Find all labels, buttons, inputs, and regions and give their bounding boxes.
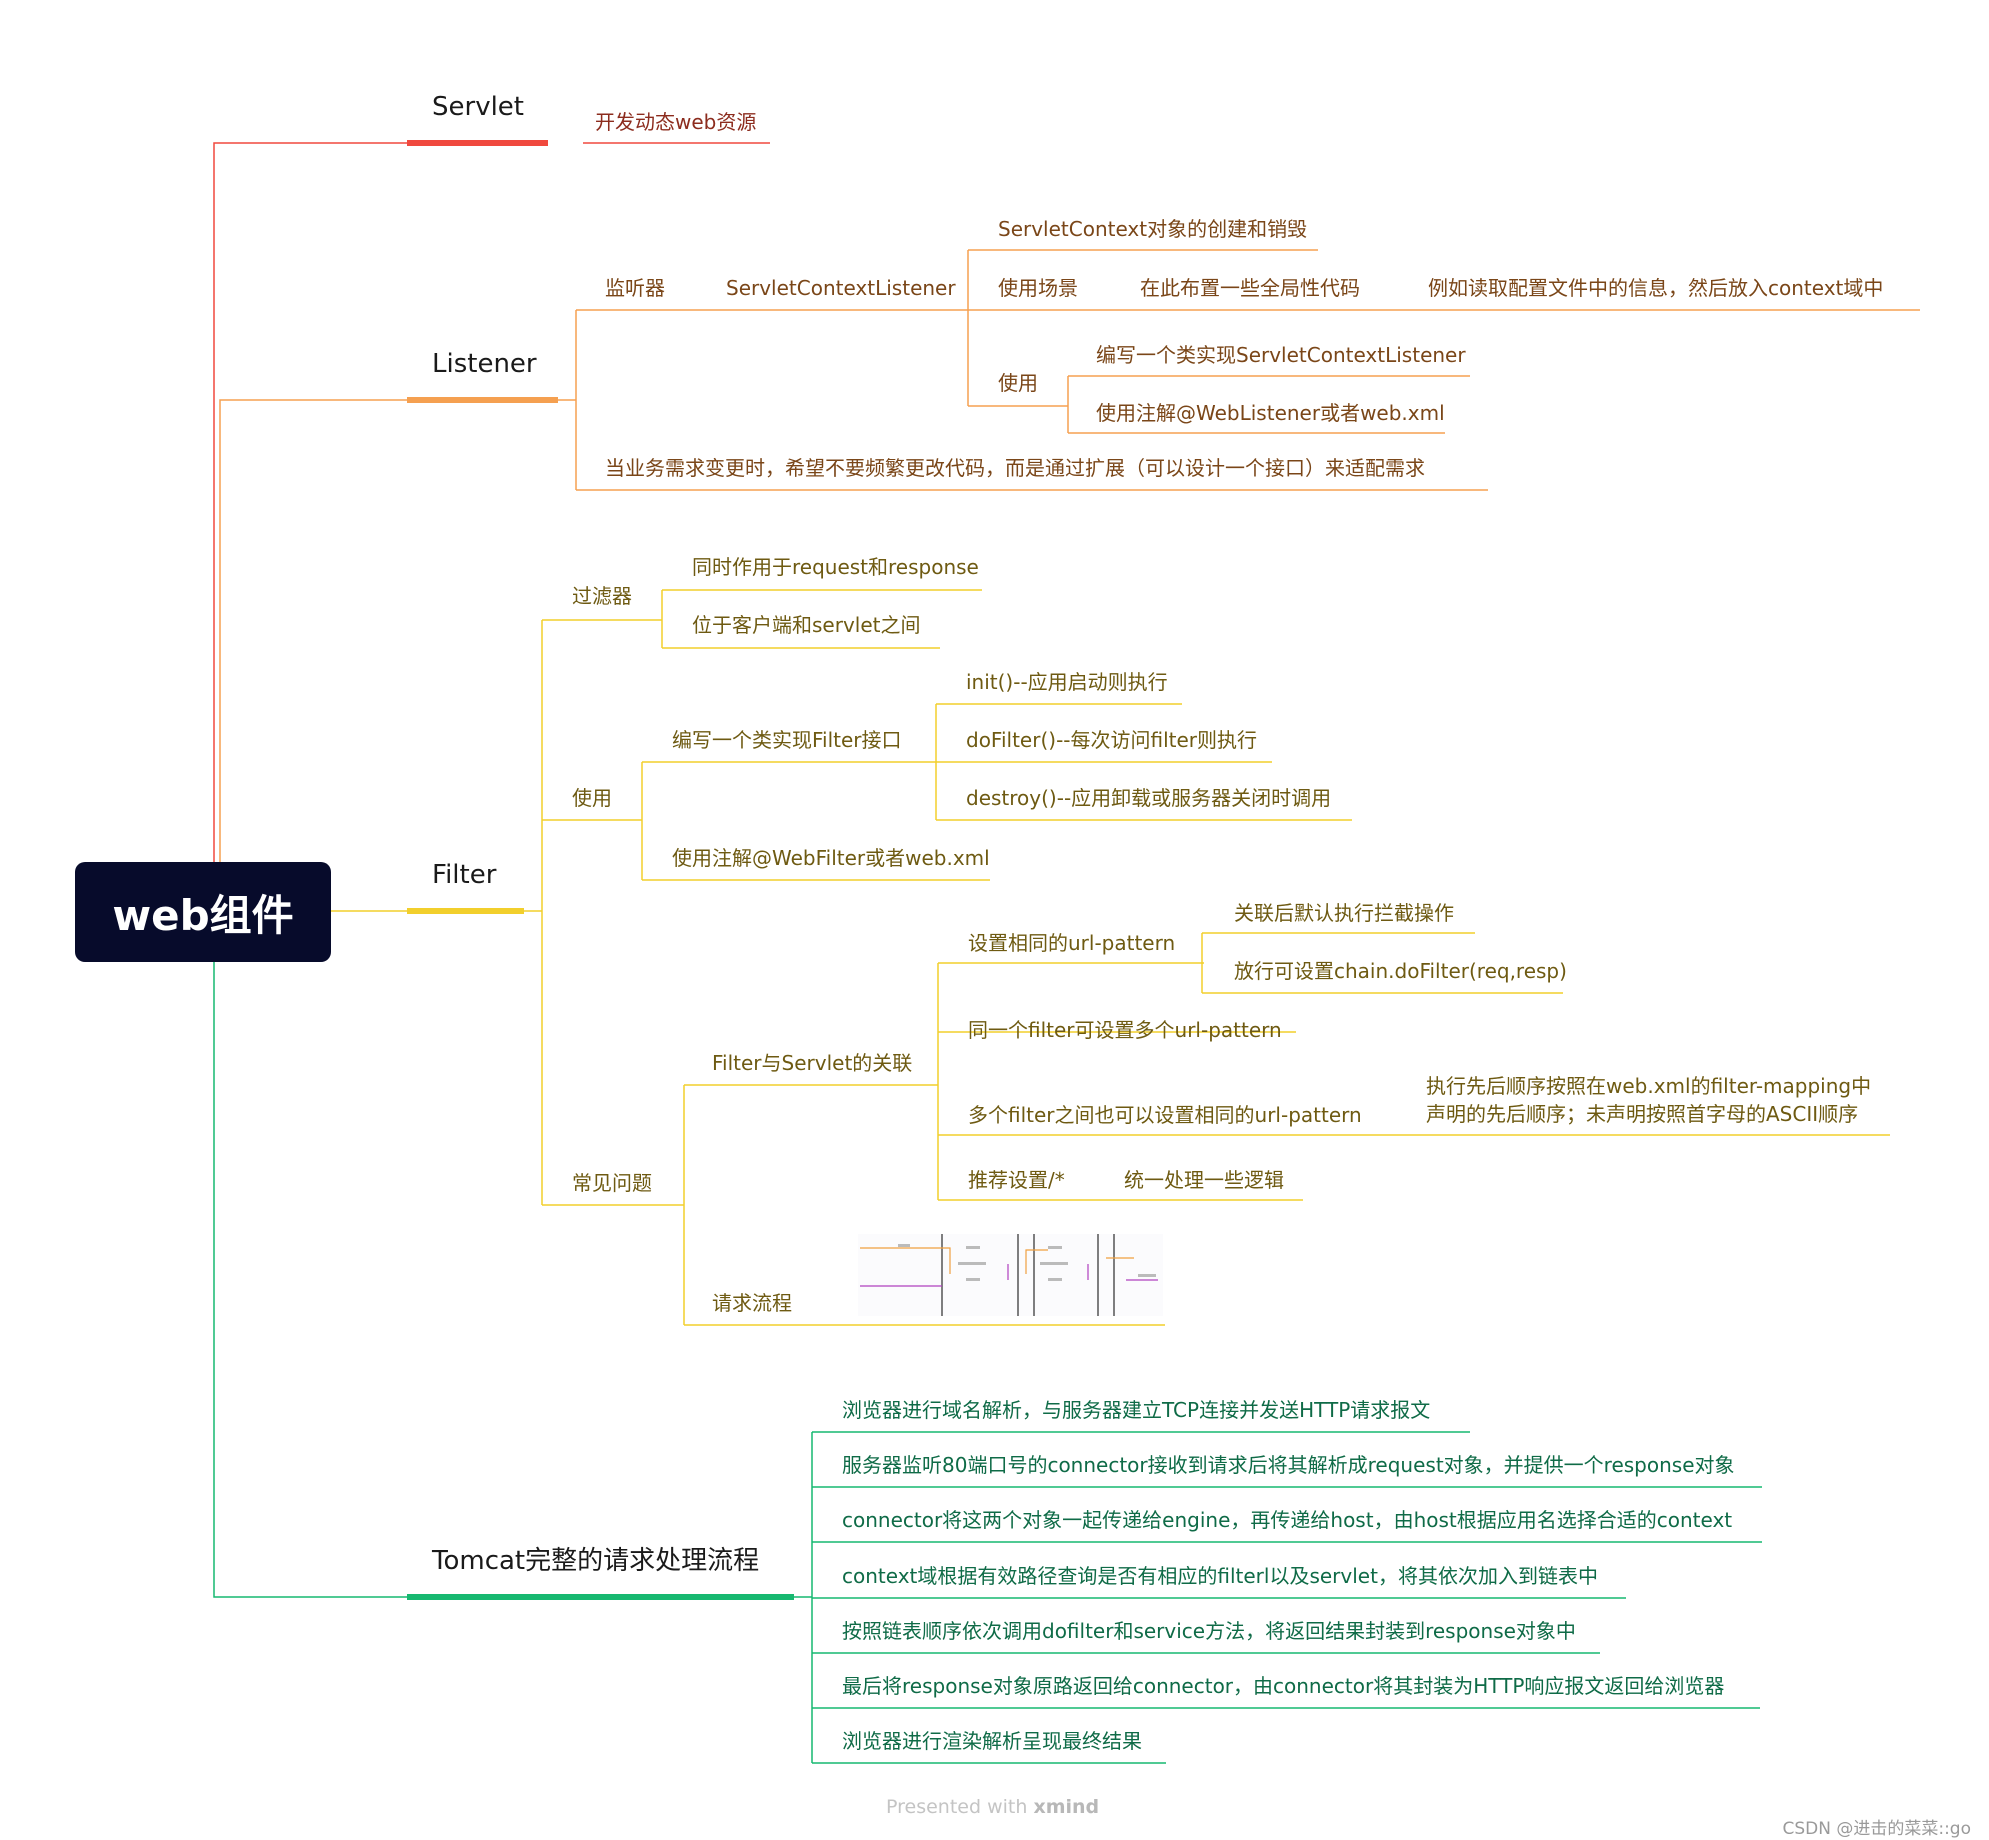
branch-tomcat[interactable]: Tomcat完整的请求处理流程 bbox=[432, 1546, 760, 1576]
filter-method-init[interactable]: init()--应用启动则执行 bbox=[966, 670, 1168, 694]
tomcat-step-1[interactable]: 浏览器进行域名解析，与服务器建立TCP连接并发送HTTP请求报文 bbox=[842, 1398, 1431, 1422]
filter-method-destroy[interactable]: destroy()--应用卸载或服务器关闭时调用 bbox=[966, 786, 1332, 810]
listener-monitor[interactable]: 监听器 bbox=[605, 276, 665, 300]
tomcat-step-3[interactable]: connector将这两个对象一起传递给engine，再传递给host，由hos… bbox=[842, 1508, 1733, 1532]
branch-listener[interactable]: Listener bbox=[432, 349, 537, 379]
filter-multi-filter[interactable]: 多个filter之间也可以设置相同的url-pattern bbox=[968, 1103, 1362, 1127]
filter-order-line-1[interactable]: 执行先后顺序按照在web.xml的filter-mapping中 bbox=[1426, 1074, 1872, 1098]
tomcat-step-7[interactable]: 浏览器进行渲染解析呈现最终结果 bbox=[842, 1729, 1142, 1753]
tomcat-step-2[interactable]: 服务器监听80端口号的connector接收到请求后将其解析成request对象… bbox=[842, 1453, 1735, 1477]
filter-usage-impl[interactable]: 编写一个类实现Filter接口 bbox=[672, 728, 902, 752]
xmind-logo-text: xmind bbox=[1033, 1796, 1100, 1818]
request-flow-image bbox=[858, 1234, 1163, 1316]
listener-scenario-example[interactable]: 例如读取配置文件中的信息，然后放入context域中 bbox=[1428, 276, 1884, 300]
listener-lifecycle[interactable]: ServletContext对象的创建和销毁 bbox=[998, 217, 1308, 241]
listener-usage-annotation[interactable]: 使用注解@WebListener或者web.xml bbox=[1096, 401, 1445, 425]
listener-context-listener[interactable]: ServletContextListener bbox=[726, 276, 956, 300]
listener-note[interactable]: 当业务需求变更时，希望不要频繁更改代码，而是通过扩展（可以设计一个接口）来适配需… bbox=[605, 456, 1425, 480]
filter-same-pattern[interactable]: 设置相同的url-pattern bbox=[968, 931, 1176, 955]
filter-method-dofilter[interactable]: doFilter()--每次访问filter则执行 bbox=[966, 728, 1258, 752]
listener-scenario[interactable]: 使用场景 bbox=[998, 276, 1078, 300]
filter-node[interactable]: 过滤器 bbox=[572, 584, 632, 608]
listener-usage[interactable]: 使用 bbox=[998, 371, 1038, 395]
root-node[interactable]: web组件 bbox=[75, 862, 331, 962]
presented-with-footer: Presented with xmind bbox=[886, 1796, 1099, 1818]
listener-usage-impl[interactable]: 编写一个类实现ServletContextListener bbox=[1096, 343, 1466, 367]
servlet-desc[interactable]: 开发动态web资源 bbox=[595, 110, 757, 134]
tomcat-step-6[interactable]: 最后将response对象原路返回给connector，由connector将其… bbox=[842, 1674, 1725, 1698]
root-label: web组件 bbox=[112, 890, 294, 940]
filter-usage[interactable]: 使用 bbox=[572, 786, 612, 810]
filter-item-1[interactable]: 同时作用于request和response bbox=[692, 555, 979, 579]
filter-usage-annotation[interactable]: 使用注解@WebFilter或者web.xml bbox=[672, 846, 990, 870]
branch-servlet[interactable]: Servlet bbox=[432, 92, 524, 122]
filter-recommend[interactable]: 推荐设置/* bbox=[968, 1168, 1065, 1192]
filter-request-flow[interactable]: 请求流程 bbox=[712, 1291, 792, 1315]
csdn-watermark: CSDN @进击的菜菜::go bbox=[1782, 1819, 1971, 1839]
listener-scenario-detail[interactable]: 在此布置一些全局性代码 bbox=[1140, 276, 1360, 300]
filter-recommend-detail[interactable]: 统一处理一些逻辑 bbox=[1124, 1168, 1284, 1192]
tomcat-step-4[interactable]: context域根据有效路径查询是否有相应的filterl以及servlet，将… bbox=[842, 1564, 1598, 1588]
filter-order-line-2[interactable]: 声明的先后顺序；未声明按照首字母的ASCII顺序 bbox=[1426, 1102, 1859, 1126]
filter-item-2[interactable]: 位于客户端和servlet之间 bbox=[692, 613, 921, 637]
filter-faq[interactable]: 常见问题 bbox=[572, 1171, 652, 1195]
filter-relation[interactable]: Filter与Servlet的关联 bbox=[712, 1051, 913, 1075]
tomcat-step-5[interactable]: 按照链表顺序依次调用dofilter和service方法，将返回结果封装到res… bbox=[842, 1619, 1576, 1643]
filter-multi-pattern[interactable]: 同一个filter可设置多个url-pattern bbox=[968, 1018, 1282, 1042]
filter-same-pattern-item-1[interactable]: 关联后默认执行拦截操作 bbox=[1234, 901, 1454, 925]
branch-filter[interactable]: Filter bbox=[432, 860, 497, 890]
footer-prefix: Presented with bbox=[886, 1796, 1028, 1818]
filter-same-pattern-item-2[interactable]: 放行可设置chain.doFilter(req,resp) bbox=[1234, 959, 1567, 983]
